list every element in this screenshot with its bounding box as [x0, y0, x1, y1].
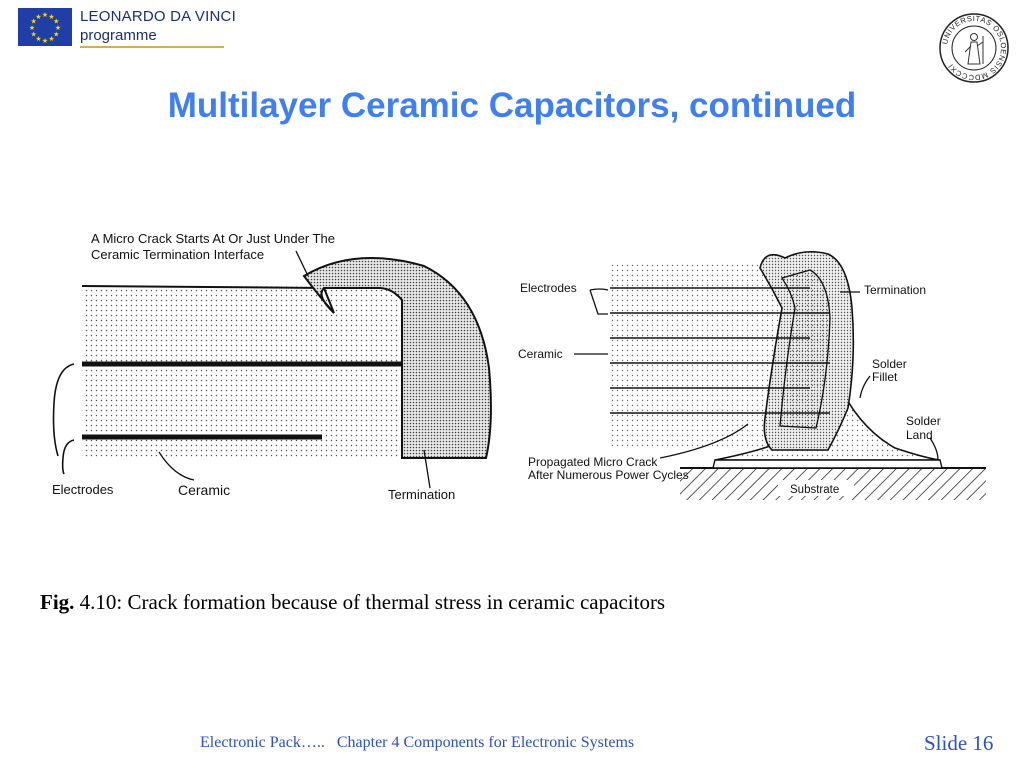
label-solder-land-2: Land — [906, 428, 933, 442]
svg-text:★: ★ — [42, 11, 48, 19]
svg-text:★: ★ — [53, 31, 59, 39]
logo-underline — [80, 46, 224, 48]
label-solder-land-1: Solder — [906, 414, 941, 428]
svg-text:★: ★ — [48, 13, 54, 21]
label-termination-right: Termination — [864, 283, 926, 297]
slide-title: Multilayer Ceramic Capacitors, continued — [167, 86, 857, 125]
slide-number: Slide 16 — [924, 731, 994, 755]
programme-subtitle: programme — [80, 27, 157, 44]
label-solder-fillet-1: Solder — [872, 357, 907, 371]
svg-text:★: ★ — [35, 13, 41, 21]
label-ceramic-right: Ceramic — [518, 347, 563, 361]
footer-text: Electronic Pack….. Chapter 4 Components … — [200, 734, 635, 751]
label-termination: Termination — [388, 487, 455, 502]
label-propagated-crack-2: After Numerous Power Cycles — [528, 468, 689, 482]
caption-prefix: Fig. — [40, 590, 75, 614]
label-electrodes: Electrodes — [52, 482, 114, 497]
label-ceramic: Ceramic — [178, 482, 230, 498]
svg-text:★: ★ — [35, 35, 41, 43]
eu-flag-icon: ★ ★ ★ ★ ★ ★ ★ ★ ★ ★ ★ ★ — [18, 8, 72, 46]
capacitor-cross-section-figure: A Micro Crack Starts At Or Just Under Th… — [52, 231, 492, 502]
label-micro-crack-line2: Ceramic Termination Interface — [91, 247, 264, 262]
label-solder-fillet-2: Fillet — [872, 370, 898, 384]
label-propagated-crack-1: Propagated Micro Crack — [528, 455, 658, 469]
label-electrodes-right: Electrodes — [520, 281, 577, 295]
svg-text:★: ★ — [53, 18, 59, 26]
programme-name: LEONARDO DA VINCI — [80, 8, 236, 25]
svg-text:★: ★ — [31, 18, 37, 26]
soldered-capacitor-figure: Electrodes Ceramic Termination Solder Fi… — [518, 250, 986, 500]
label-micro-crack-line1: A Micro Crack Starts At Or Just Under Th… — [91, 231, 335, 246]
caption-text: 4.10: Crack formation because of thermal… — [74, 590, 666, 614]
leonardo-da-vinci-logo: ★ ★ ★ ★ ★ ★ ★ ★ ★ ★ ★ ★ LEONARDO DA VINC… — [18, 8, 236, 48]
university-seal-icon: UNIVERSITAS OSLOENSIS MDCCCXI — [938, 12, 1010, 84]
svg-text:★: ★ — [31, 31, 37, 39]
svg-text:★: ★ — [29, 24, 35, 32]
svg-text:★: ★ — [55, 24, 61, 32]
figure-caption: Fig. 4.10: Crack formation because of th… — [40, 590, 665, 615]
svg-text:★: ★ — [42, 37, 48, 45]
svg-text:★: ★ — [48, 35, 54, 43]
label-substrate: Substrate — [790, 484, 839, 496]
